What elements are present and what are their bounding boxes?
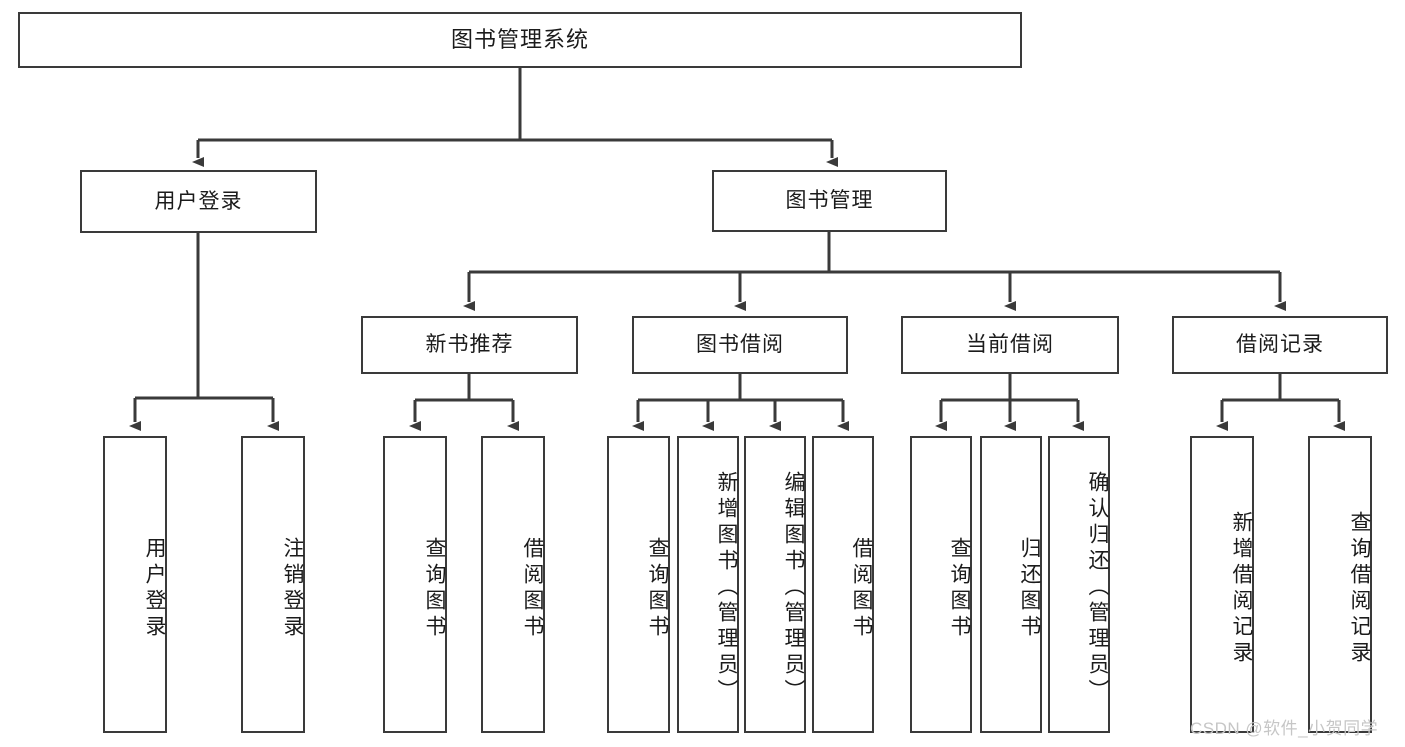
node-root-library-management-system[interactable]: 图书管理系统 <box>18 12 1022 68</box>
leaf-query-book-recommendation[interactable]: 查询图书 <box>383 436 447 733</box>
node-current-borrowing[interactable]: 当前借阅 <box>901 316 1119 374</box>
leaf-user-login[interactable]: 用户登录 <box>103 436 167 733</box>
leaf-confirm-return-admin[interactable]: 确认归还（管理员） <box>1048 436 1110 733</box>
leaf-edit-book-admin[interactable]: 编辑图书（管理员） <box>744 436 806 733</box>
leaf-query-book-current[interactable]: 查询图书 <box>910 436 972 733</box>
csdn-watermark: CSDN @软件_小贺同学 <box>1190 719 1379 738</box>
node-borrowing-record[interactable]: 借阅记录 <box>1172 316 1388 374</box>
leaf-borrow-book-recommendation[interactable]: 借阅图书 <box>481 436 545 733</box>
node-book-management[interactable]: 图书管理 <box>712 170 947 232</box>
leaf-add-book-admin[interactable]: 新增图书（管理员） <box>677 436 739 733</box>
leaf-add-borrowing-record[interactable]: 新增借阅记录 <box>1190 436 1254 733</box>
node-new-book-recommendation[interactable]: 新书推荐 <box>361 316 578 374</box>
leaf-query-borrowing-record[interactable]: 查询借阅记录 <box>1308 436 1372 733</box>
node-book-borrowing[interactable]: 图书借阅 <box>632 316 848 374</box>
leaf-logout[interactable]: 注销登录 <box>241 436 305 733</box>
leaf-query-book-borrowing[interactable]: 查询图书 <box>607 436 670 733</box>
leaf-borrow-book-borrowing[interactable]: 借阅图书 <box>812 436 874 733</box>
leaf-return-book[interactable]: 归还图书 <box>980 436 1042 733</box>
node-user-login[interactable]: 用户登录 <box>80 170 317 233</box>
